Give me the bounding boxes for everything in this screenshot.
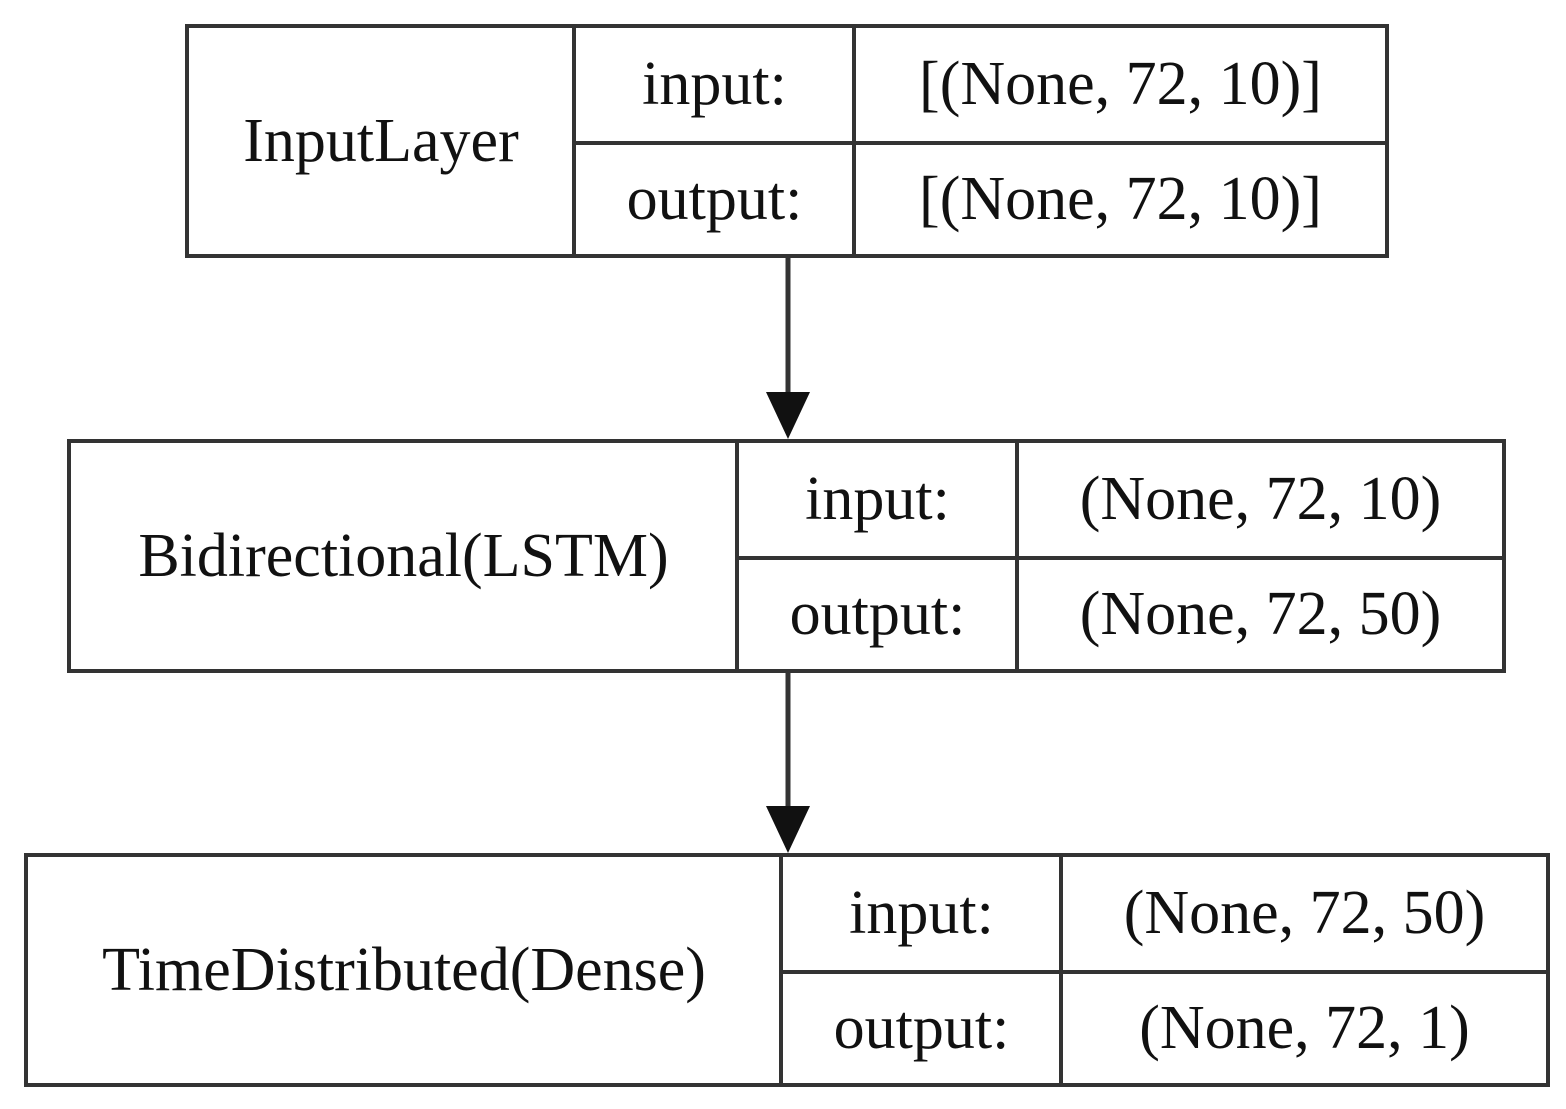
layer-name: Bidirectional(LSTM)	[138, 521, 669, 590]
input-shape: (None, 72, 10)	[1079, 465, 1442, 533]
layer-node-timedistributed-dense: TimeDistributed(Dense) input: output: (N…	[24, 853, 1550, 1087]
output-shape: (None, 72, 50)	[1079, 580, 1442, 648]
output-label: output:	[789, 580, 966, 648]
input-shape: [(None, 72, 10)]	[919, 50, 1322, 118]
layer-name: InputLayer	[243, 106, 519, 175]
input-label: input:	[849, 879, 994, 947]
input-label: input:	[805, 465, 950, 533]
layer-name: TimeDistributed(Dense)	[102, 935, 706, 1004]
input-shape: (None, 72, 50)	[1123, 879, 1486, 947]
edge-arrowhead-1	[766, 392, 810, 439]
input-label: input:	[642, 50, 787, 118]
output-label: output:	[626, 165, 803, 233]
output-shape: (None, 72, 1)	[1139, 994, 1470, 1062]
edge-arrowhead-2	[766, 806, 810, 853]
output-label: output:	[833, 994, 1010, 1062]
output-shape: [(None, 72, 10)]	[919, 165, 1322, 233]
layer-node-bidirectional-lstm: Bidirectional(LSTM) input: output: (None…	[67, 439, 1506, 673]
layer-node-input: InputLayer input: output: [(None, 72, 10…	[185, 24, 1389, 258]
